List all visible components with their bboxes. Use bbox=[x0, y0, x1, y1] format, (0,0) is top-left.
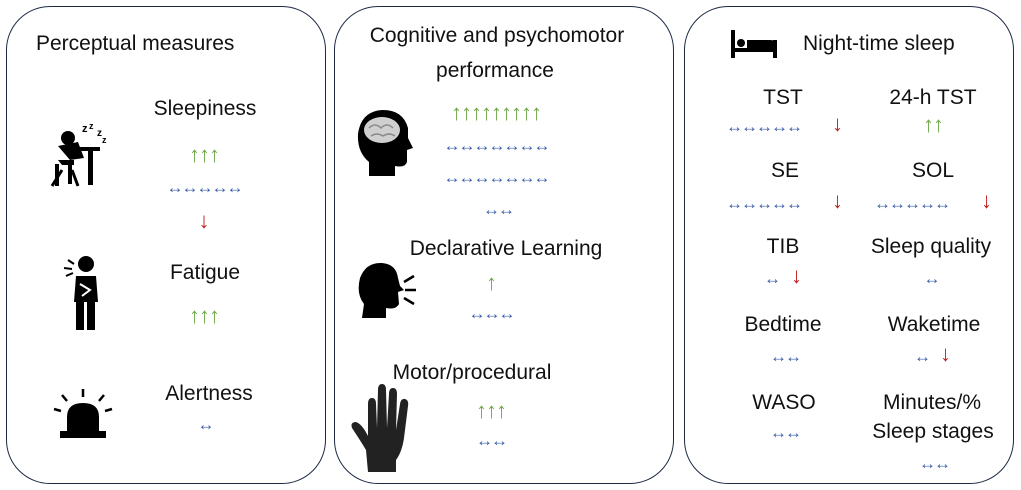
sol-decrease-arrow: ↓ bbox=[981, 188, 992, 213]
tib-decrease-arrow: ↓ bbox=[791, 263, 802, 288]
sol-label: SOL bbox=[911, 159, 955, 182]
brain-head-icon bbox=[357, 110, 413, 176]
tst-label: TST bbox=[763, 86, 803, 109]
waketime-no-change-arrow: ↔ bbox=[914, 347, 931, 366]
declarative-learning-label: Declarative Learning bbox=[409, 237, 603, 260]
cognitive-increase-arrows: ↑↑↑↑↑↑↑↑↑ bbox=[451, 100, 542, 125]
tib-no-change-arrow: ↔ bbox=[764, 269, 781, 288]
sleepiness-no-change-arrows: ↔↔↔↔↔ bbox=[166, 178, 244, 197]
se-label: SE bbox=[770, 159, 800, 182]
declarative-no-change-arrows: ↔↔↔ bbox=[468, 304, 516, 323]
tst24-label: 24-h TST bbox=[889, 86, 977, 109]
night-time-sleep-title: Night-time sleep bbox=[803, 32, 955, 55]
svg-text:z: z bbox=[89, 121, 94, 131]
night-time-sleep-panel bbox=[684, 6, 1014, 484]
bedtime-no-change-arrows: ↔↔ bbox=[770, 347, 802, 366]
alertness-no-change-arrow: ↔ bbox=[197, 415, 215, 434]
perceptual-measures-panel bbox=[6, 6, 326, 484]
minutes-percent-label: Minutes/% bbox=[882, 391, 982, 414]
se-decrease-arrow: ↓ bbox=[832, 188, 843, 213]
sleep-stages-label: Sleep stages bbox=[872, 420, 994, 443]
perceptual-measures-title: Perceptual measures bbox=[36, 32, 235, 55]
cognitive-no-change-row2: ↔↔↔↔↔↔↔ bbox=[443, 168, 551, 187]
waketime-label: Waketime bbox=[887, 313, 981, 336]
bed-icon bbox=[731, 30, 777, 58]
alarm-light-icon bbox=[53, 389, 113, 438]
tired-person-icon bbox=[63, 256, 98, 330]
se-no-change-arrows: ↔↔↔↔↔ bbox=[726, 194, 803, 213]
sleep-quality-no-change-arrow: ↔ bbox=[923, 269, 941, 288]
tst-no-change-arrows: ↔↔↔↔↔ bbox=[726, 117, 803, 136]
waso-no-change-arrows: ↔↔ bbox=[770, 423, 802, 442]
cognitive-no-change-row1: ↔↔↔↔↔↔↔ bbox=[443, 136, 551, 155]
speaking-head-icon bbox=[358, 262, 416, 318]
tst24-increase-arrows: ↑↑ bbox=[923, 112, 944, 137]
hand-icon bbox=[351, 384, 409, 472]
tst-decrease-arrow: ↓ bbox=[832, 111, 843, 136]
cognitive-no-change-row3: ↔↔ bbox=[483, 200, 515, 219]
bedtime-label: Bedtime bbox=[744, 313, 822, 336]
sol-no-change-arrows: ↔↔↔↔↔ bbox=[874, 194, 951, 213]
sleepiness-label: Sleepiness bbox=[153, 97, 257, 120]
svg-text:z: z bbox=[102, 135, 107, 145]
sleepiness-decrease-arrow: ↓ bbox=[198, 208, 210, 233]
cognitive-title-line1: Cognitive and psychomotor bbox=[369, 24, 625, 47]
sleep-quality-label: Sleep quality bbox=[870, 235, 992, 258]
motor-no-change-arrows: ↔↔ bbox=[476, 431, 508, 450]
waso-label: WASO bbox=[752, 391, 816, 414]
alertness-label: Alertness bbox=[165, 382, 253, 405]
sleepiness-increase-arrows: ↑↑↑ bbox=[189, 142, 220, 167]
motor-increase-arrows: ↑↑↑ bbox=[476, 398, 507, 423]
sleep-stages-no-change-arrows: ↔↔ bbox=[919, 454, 951, 473]
fatigue-increase-arrows: ↑↑↑ bbox=[189, 303, 220, 328]
waketime-decrease-arrow: ↓ bbox=[940, 341, 951, 366]
sleepy-person-icon: z z z z bbox=[50, 121, 107, 187]
fatigue-label: Fatigue bbox=[169, 261, 241, 284]
tib-label: TIB bbox=[766, 235, 800, 258]
svg-text:z: z bbox=[97, 128, 102, 139]
cognitive-title-line2: performance bbox=[436, 59, 554, 82]
motor-procedural-label: Motor/procedural bbox=[392, 361, 552, 384]
declarative-increase-arrow: ↑ bbox=[486, 270, 497, 295]
svg-text:z: z bbox=[82, 123, 88, 135]
